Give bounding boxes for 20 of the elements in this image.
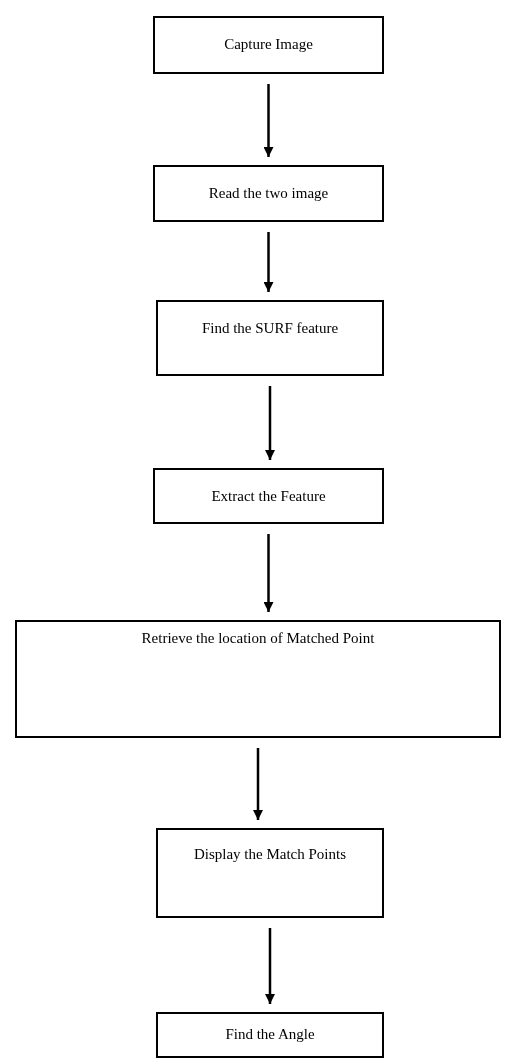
arrow	[263, 84, 274, 157]
arrow	[263, 232, 274, 292]
box-label: Find the Angle	[225, 1026, 315, 1043]
box-label: Read the two image	[208, 185, 329, 202]
box-label: Extract the Feature	[211, 488, 326, 505]
box-label: Capture Image	[224, 36, 313, 53]
arrow	[265, 928, 275, 1004]
process-box	[156, 300, 384, 376]
arrow	[263, 534, 274, 612]
process-box	[153, 165, 384, 222]
process-box	[153, 16, 384, 74]
box-label: Display the Match Points	[193, 846, 347, 863]
arrow	[265, 386, 275, 460]
box-label: Find the SURF feature	[201, 320, 339, 337]
process-box	[15, 620, 501, 738]
process-box	[156, 828, 384, 918]
process-box	[153, 468, 384, 524]
box-label: Retrieve the location of Matched Point	[141, 630, 375, 647]
arrow	[253, 748, 263, 820]
process-box	[156, 1012, 384, 1058]
